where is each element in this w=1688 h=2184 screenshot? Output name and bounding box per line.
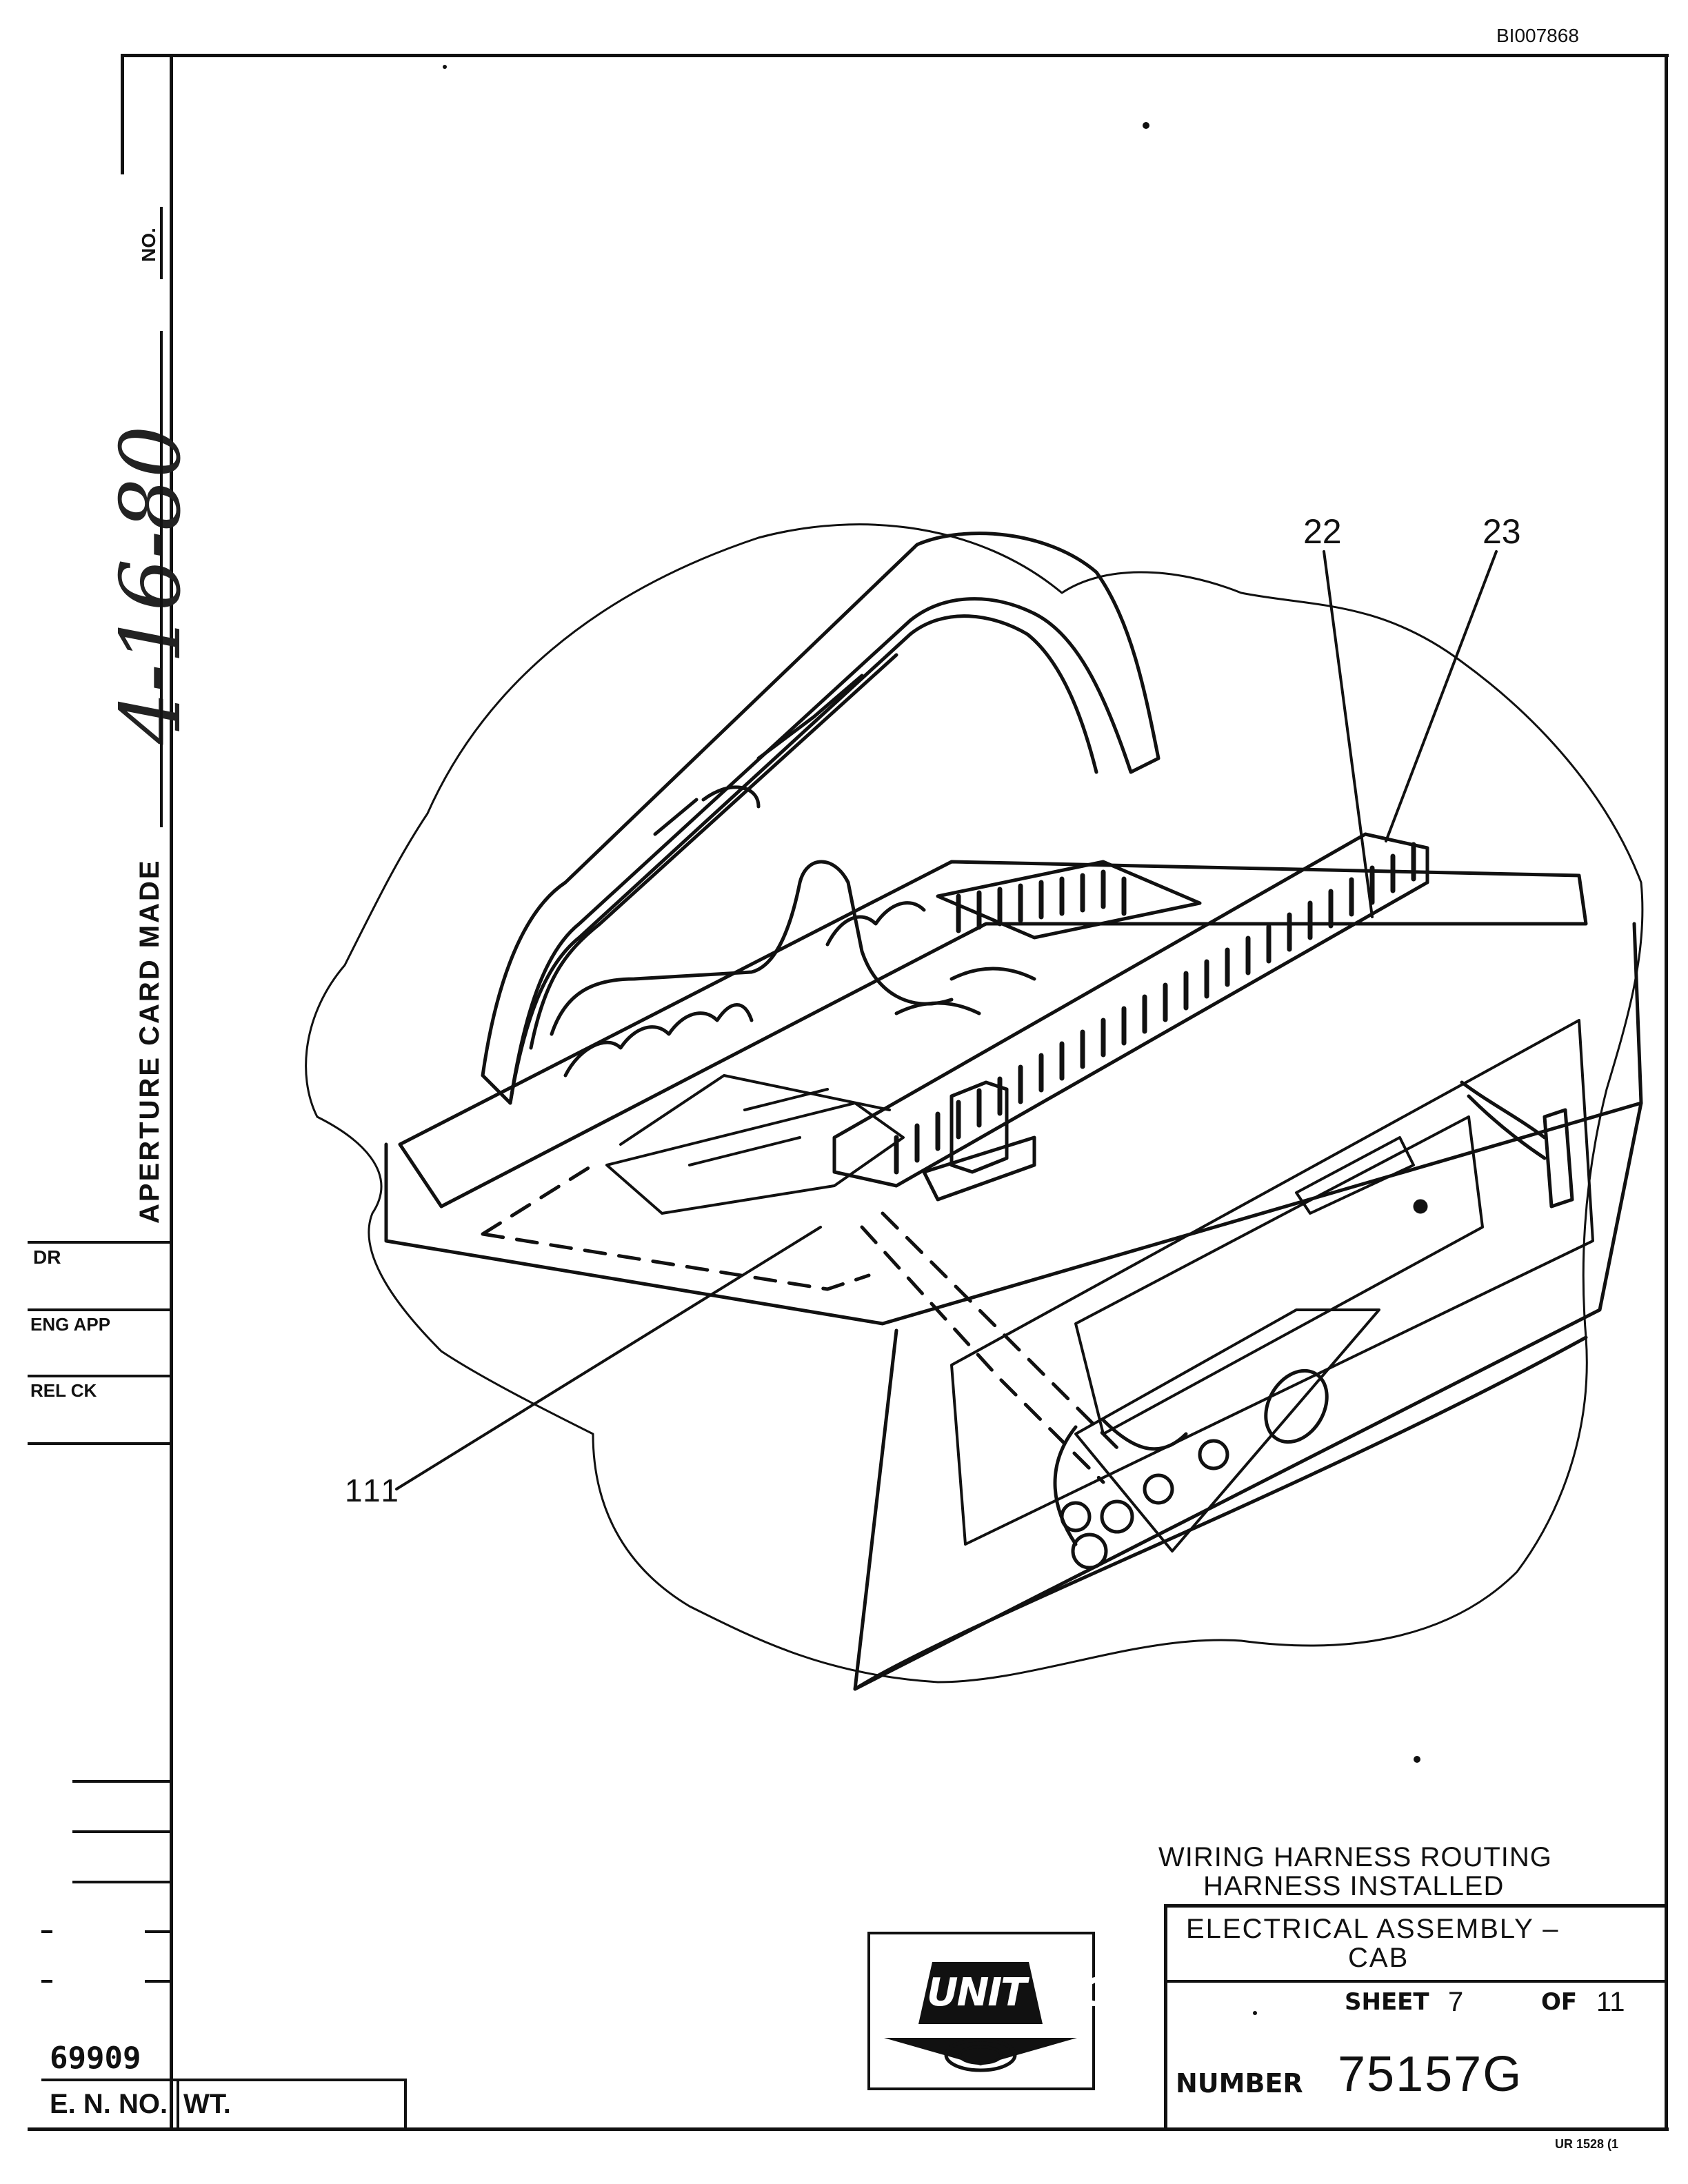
tb-mid [1164, 1980, 1667, 1983]
coil-center [825, 901, 926, 947]
right-connector [1543, 1108, 1574, 1209]
border-top [121, 54, 1669, 57]
right-wires [1460, 1080, 1547, 1160]
rev-line-1 [72, 1780, 172, 1783]
border-outer-left-top [121, 54, 124, 174]
knob-1 [1071, 1533, 1108, 1570]
date-line [160, 331, 163, 827]
border-inner-left [170, 54, 173, 2130]
coil-right [894, 967, 1036, 1015]
number-label: NUMBER [1176, 2068, 1303, 2099]
control-panel-face [1074, 1308, 1380, 1553]
form-code: UR 1528 (1 [1555, 2137, 1619, 2151]
dr-label: DR [33, 1246, 61, 1268]
wt-label: WT. [183, 2089, 231, 2119]
canopy-shell [481, 532, 1160, 1105]
rev-line-3 [72, 1881, 172, 1883]
callout-23: 23 [1483, 512, 1521, 551]
break-outline [305, 523, 1644, 1684]
panel-front [384, 922, 1643, 1326]
total-sheets: 11 [1596, 1987, 1625, 2017]
sheet-number: 7 [1448, 1987, 1464, 2017]
canopy-loop [550, 860, 954, 1036]
assembly-line-2: CAB [1348, 1943, 1409, 1973]
panel-subbox [1295, 1136, 1415, 1215]
rev-line-4b [145, 1930, 172, 1933]
en-number: 69909 [50, 2041, 141, 2076]
en-divider [177, 2079, 179, 2130]
short-strip-teeth [956, 869, 1127, 933]
border-bottom [28, 2127, 1669, 2131]
sheet-label: SHEET [1345, 1988, 1429, 2016]
leader-111 [395, 1226, 822, 1490]
title-line-1: WIRING HARNESS ROUTING [1158, 1842, 1552, 1872]
canopy-rail [529, 653, 898, 1050]
relay-base [922, 1135, 1036, 1202]
left-block-line-2 [28, 1308, 172, 1311]
terminal-strip-long [832, 832, 1429, 1188]
left-block-line-3 [28, 1375, 172, 1377]
canopy-segments [653, 674, 864, 836]
panel-bottom [853, 1335, 1588, 1691]
tb-left [1164, 1904, 1167, 2130]
wt-box-right [404, 2079, 407, 2130]
harness-route-dashed [481, 1163, 1105, 1484]
leader-23 [1385, 550, 1498, 842]
assembly-line-1: ELECTRICAL ASSEMBLY – [1186, 1914, 1560, 1944]
tb-top [1164, 1904, 1667, 1908]
unit-rig-logo: UNIT RIG [867, 1932, 1111, 2090]
grommet [1413, 1199, 1428, 1214]
drawing-number: 75157G [1338, 2047, 1523, 2102]
document-id: BI007868 [1496, 25, 1579, 46]
harness-route-dashed-2 [881, 1211, 1119, 1450]
panel-lower-box [853, 1101, 1643, 1691]
gauge-round [1264, 1368, 1329, 1444]
circuit-board [605, 1102, 905, 1215]
panel-cavity [950, 1019, 1594, 1546]
callout-22: 22 [1303, 512, 1342, 551]
canopy-inner [508, 614, 1098, 1105]
logo-text: UNIT RIG [927, 1970, 1111, 2015]
circuit-components [619, 1074, 891, 1166]
rev-line-6 [41, 2079, 407, 2081]
control-wires [1053, 1418, 1188, 1546]
coil-left [563, 1003, 754, 1078]
rev-line-5b [145, 1980, 172, 1983]
border-right [1665, 54, 1668, 2130]
of-label: OF [1541, 1988, 1578, 2016]
en-no-label: E. N. NO. [50, 2089, 168, 2119]
knob-4 [1198, 1439, 1229, 1470]
eng-app-label: ENG APP [30, 1314, 111, 1335]
rel-ck-label: REL CK [30, 1380, 97, 1401]
no-label-underline [160, 207, 163, 279]
panel-cavity-inner [1074, 1115, 1484, 1435]
panel-top [398, 860, 1588, 1209]
rev-line-5 [41, 1980, 52, 1983]
title-line-2: HARNESS INSTALLED [1203, 1871, 1505, 1901]
left-block-line-1 [28, 1241, 172, 1244]
knob-3 [1143, 1473, 1174, 1505]
rev-line-4 [41, 1930, 52, 1933]
leader-22 [1323, 550, 1374, 918]
terminal-strip-teeth [894, 842, 1416, 1175]
knob-2 [1100, 1499, 1134, 1534]
callout-111: 111 [345, 1473, 401, 1508]
left-block-line-4 [28, 1442, 172, 1445]
rev-line-2 [72, 1830, 172, 1833]
logo-emblem [884, 1962, 1077, 2072]
